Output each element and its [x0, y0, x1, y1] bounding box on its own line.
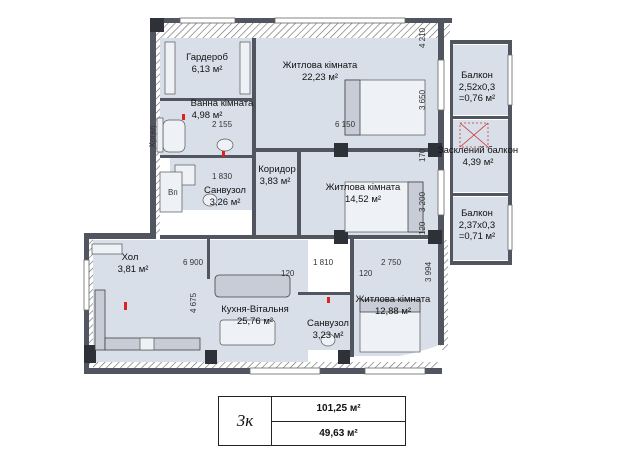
- dim-120a: 120: [418, 221, 427, 235]
- dim-4210: 4 210: [418, 27, 427, 48]
- room-name-glazed-balcony: Засклений балкон: [438, 145, 518, 156]
- boiler-label: Котел: [148, 125, 157, 147]
- dimension-labels: 4 210 3 650 6 150 2 155 1 830 170 3 200 …: [148, 27, 433, 313]
- room-name-bathroom: Ванна кімната: [191, 98, 254, 109]
- room-name-wardrobe: Гардероб: [186, 52, 228, 63]
- dim-1810: 1 810: [313, 258, 334, 267]
- dim-170a: 170: [418, 148, 427, 162]
- room-area-corridor: 3,83 м²: [260, 176, 291, 187]
- room-name-corridor: Коридор: [258, 164, 296, 175]
- room-name-wc2: Санвузол: [307, 318, 349, 329]
- dim-3200: 3 200: [418, 191, 427, 212]
- room-area-balcony2: 2,37х0,3=0,71 м²: [459, 220, 495, 242]
- room-name-living2: Житлова кімната: [326, 182, 401, 193]
- dim-120b: 120: [281, 269, 295, 278]
- room-name-kitchen: Кухня-Вітальня: [221, 304, 288, 315]
- pillars: [84, 18, 442, 364]
- dim-4675: 4 675: [189, 292, 198, 313]
- dim-6150: 6 150: [335, 120, 356, 129]
- room-area-kitchen: 25,76 м²: [237, 316, 273, 327]
- dim-3994: 3 994: [424, 261, 433, 282]
- room-name-balcony2: Балкон: [461, 208, 493, 219]
- apartment-summary: 3к 101,25 м² 49,63 м²: [218, 396, 406, 446]
- room-area-glazed-balcony: 4,39 м²: [463, 157, 494, 168]
- dim-6900: 6 900: [183, 258, 204, 267]
- room-labels: Гардероб 6,13 м² Житлова кімната 22,23 м…: [118, 52, 519, 341]
- room-name-living1: Житлова кімната: [283, 60, 358, 71]
- room-area-wc2: 3,23 м²: [313, 330, 344, 341]
- room-name-hall: Хол: [122, 252, 139, 263]
- dim-2750: 2 750: [381, 258, 402, 267]
- room-name-wc1: Санвузол: [204, 185, 246, 196]
- dim-120c: 120: [359, 269, 373, 278]
- dim-3650: 3 650: [418, 89, 427, 110]
- room-area-wardrobe: 6,13 м²: [192, 64, 223, 75]
- room-area-wc1: 3,26 м²: [210, 197, 241, 208]
- room-area-living2: 14,52 м²: [345, 194, 381, 205]
- windows: [83, 17, 513, 375]
- room-area-bathroom: 4,98 м²: [192, 110, 223, 121]
- apartment-type: 3к: [219, 397, 272, 445]
- area-summary: 101,25 м² 49,63 м²: [272, 397, 405, 445]
- room-area-living3: 12,88 м²: [375, 306, 411, 317]
- total-area: 101,25 м²: [272, 397, 405, 422]
- room-area-living1: 22,23 м²: [302, 72, 338, 83]
- dim-1830: 1 830: [212, 172, 233, 181]
- room-name-living3: Житлова кімната: [356, 294, 431, 305]
- living-area: 49,63 м²: [319, 427, 358, 439]
- dim-2155: 2 155: [212, 120, 233, 129]
- vent-label: Вп: [168, 188, 178, 197]
- room-area-hall: 3,81 м²: [118, 264, 149, 275]
- furniture: Вп: [91, 41, 489, 353]
- room-name-balcony1: Балкон: [461, 70, 493, 81]
- room-area-balcony1: 2,52х0,3=0,76 м²: [459, 82, 495, 104]
